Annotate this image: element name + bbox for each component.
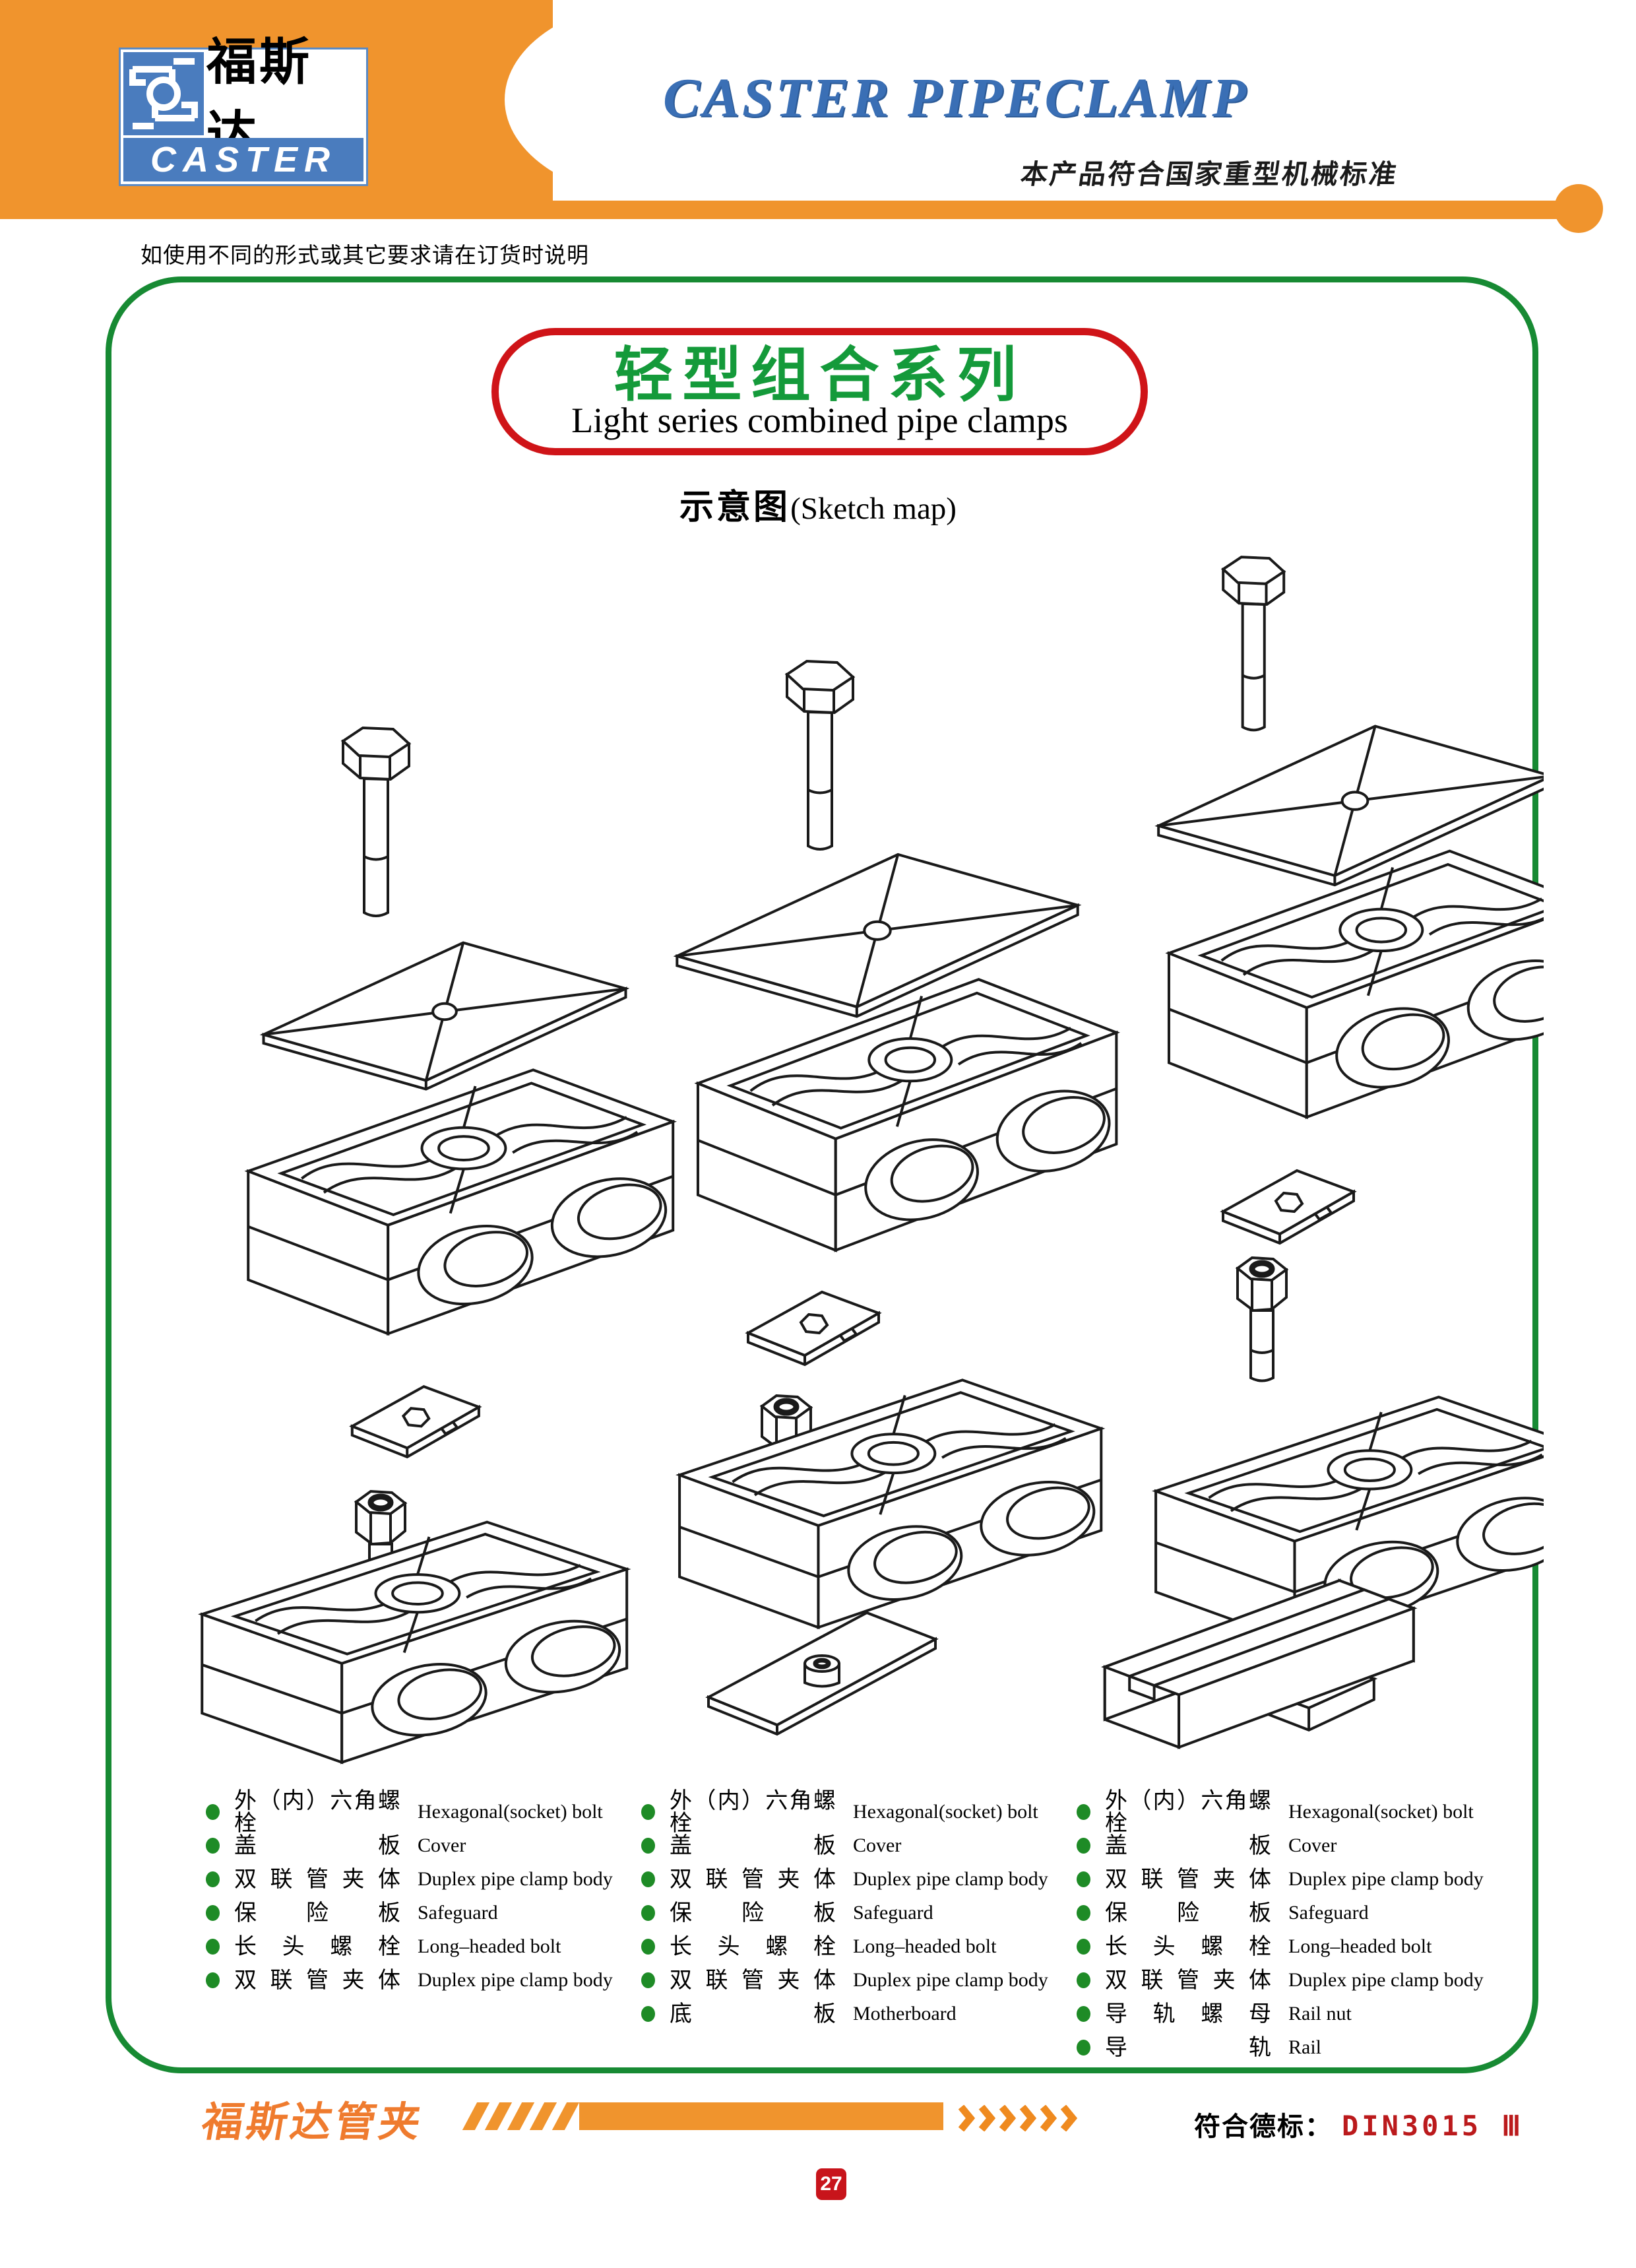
bullet-icon: [641, 1972, 655, 1988]
bullet-icon: [1077, 1904, 1090, 1921]
exploded-view-right: [1105, 556, 1544, 1747]
logo-top-row: 福斯达: [123, 34, 363, 163]
bullet-icon: [206, 1871, 220, 1887]
exploded-view-middle: [677, 660, 1123, 1734]
bullet-icon: [1077, 1837, 1090, 1854]
bullet-icon: [1077, 1803, 1090, 1820]
exploded-view-left: [202, 727, 680, 1763]
bullet-icon: [641, 1904, 655, 1921]
bullet-icon: [1077, 1871, 1090, 1887]
page-number-badge: 27: [816, 2168, 846, 2200]
header-white-capsule: [505, 0, 1636, 199]
bullet-icon: [206, 1803, 220, 1820]
ordering-note: 如使用不同的形式或其它要求请在订货时说明: [141, 243, 589, 267]
bullet-icon: [1077, 1938, 1090, 1955]
sketch-map-label: 示意图(Sketch map): [0, 479, 1636, 529]
series-title-chinese: 轻型组合系列: [614, 342, 1026, 408]
bullet-icon: [641, 1803, 655, 1820]
bullet-icon: [1077, 1972, 1090, 1988]
pipeclamp-logo-icon: [123, 52, 204, 135]
bullet-icon: [206, 1938, 220, 1955]
sketch-label-english: (Sketch map): [790, 492, 957, 526]
bullet-icon: [1077, 2039, 1090, 2056]
series-title-pill: 轻型组合系列 Light series combined pipe clamps: [491, 328, 1148, 455]
footer-stripes: [462, 2102, 580, 2130]
bullet-icon: [1077, 2005, 1090, 2022]
standard-label: 符合德标：: [1194, 2112, 1333, 2141]
footer-bar: [579, 2102, 943, 2130]
header-underline: [551, 201, 1559, 219]
logo-chinese-name: 福斯达: [206, 34, 363, 163]
bullet-icon: [641, 1871, 655, 1887]
standard-note: 符合德标： DIN3015 Ⅲ: [1194, 2105, 1524, 2143]
bullet-icon: [206, 1972, 220, 1988]
chevrons-icon: [958, 2104, 1090, 2135]
page-header: 福斯达 CASTER CASTER PIPECLAMP 本产品符合国家重型机械标…: [0, 0, 1636, 233]
header-underline-dot: [1554, 184, 1603, 233]
bullet-icon: [641, 1837, 655, 1854]
standard-value: DIN3015 Ⅲ: [1342, 2110, 1525, 2142]
bullet-icon: [641, 1938, 655, 1955]
bullet-icon: [206, 1837, 220, 1854]
bullet-icon: [641, 2005, 655, 2022]
logo-english-name: CASTER: [123, 138, 363, 181]
sketch-label-chinese: 示意图: [679, 488, 791, 527]
footer-brand: 福斯达管夹: [198, 2100, 427, 2145]
series-title-english: Light series combined pipe clamps: [571, 400, 1068, 440]
company-logo: 福斯达 CASTER: [119, 34, 368, 186]
bullet-icon: [206, 1904, 220, 1921]
page-title: CASTER PIPECLAMP: [663, 67, 1249, 129]
header-subtitle: 本产品符合国家重型机械标准: [1019, 159, 1400, 189]
exploded-view-diagram: [119, 556, 1544, 1808]
